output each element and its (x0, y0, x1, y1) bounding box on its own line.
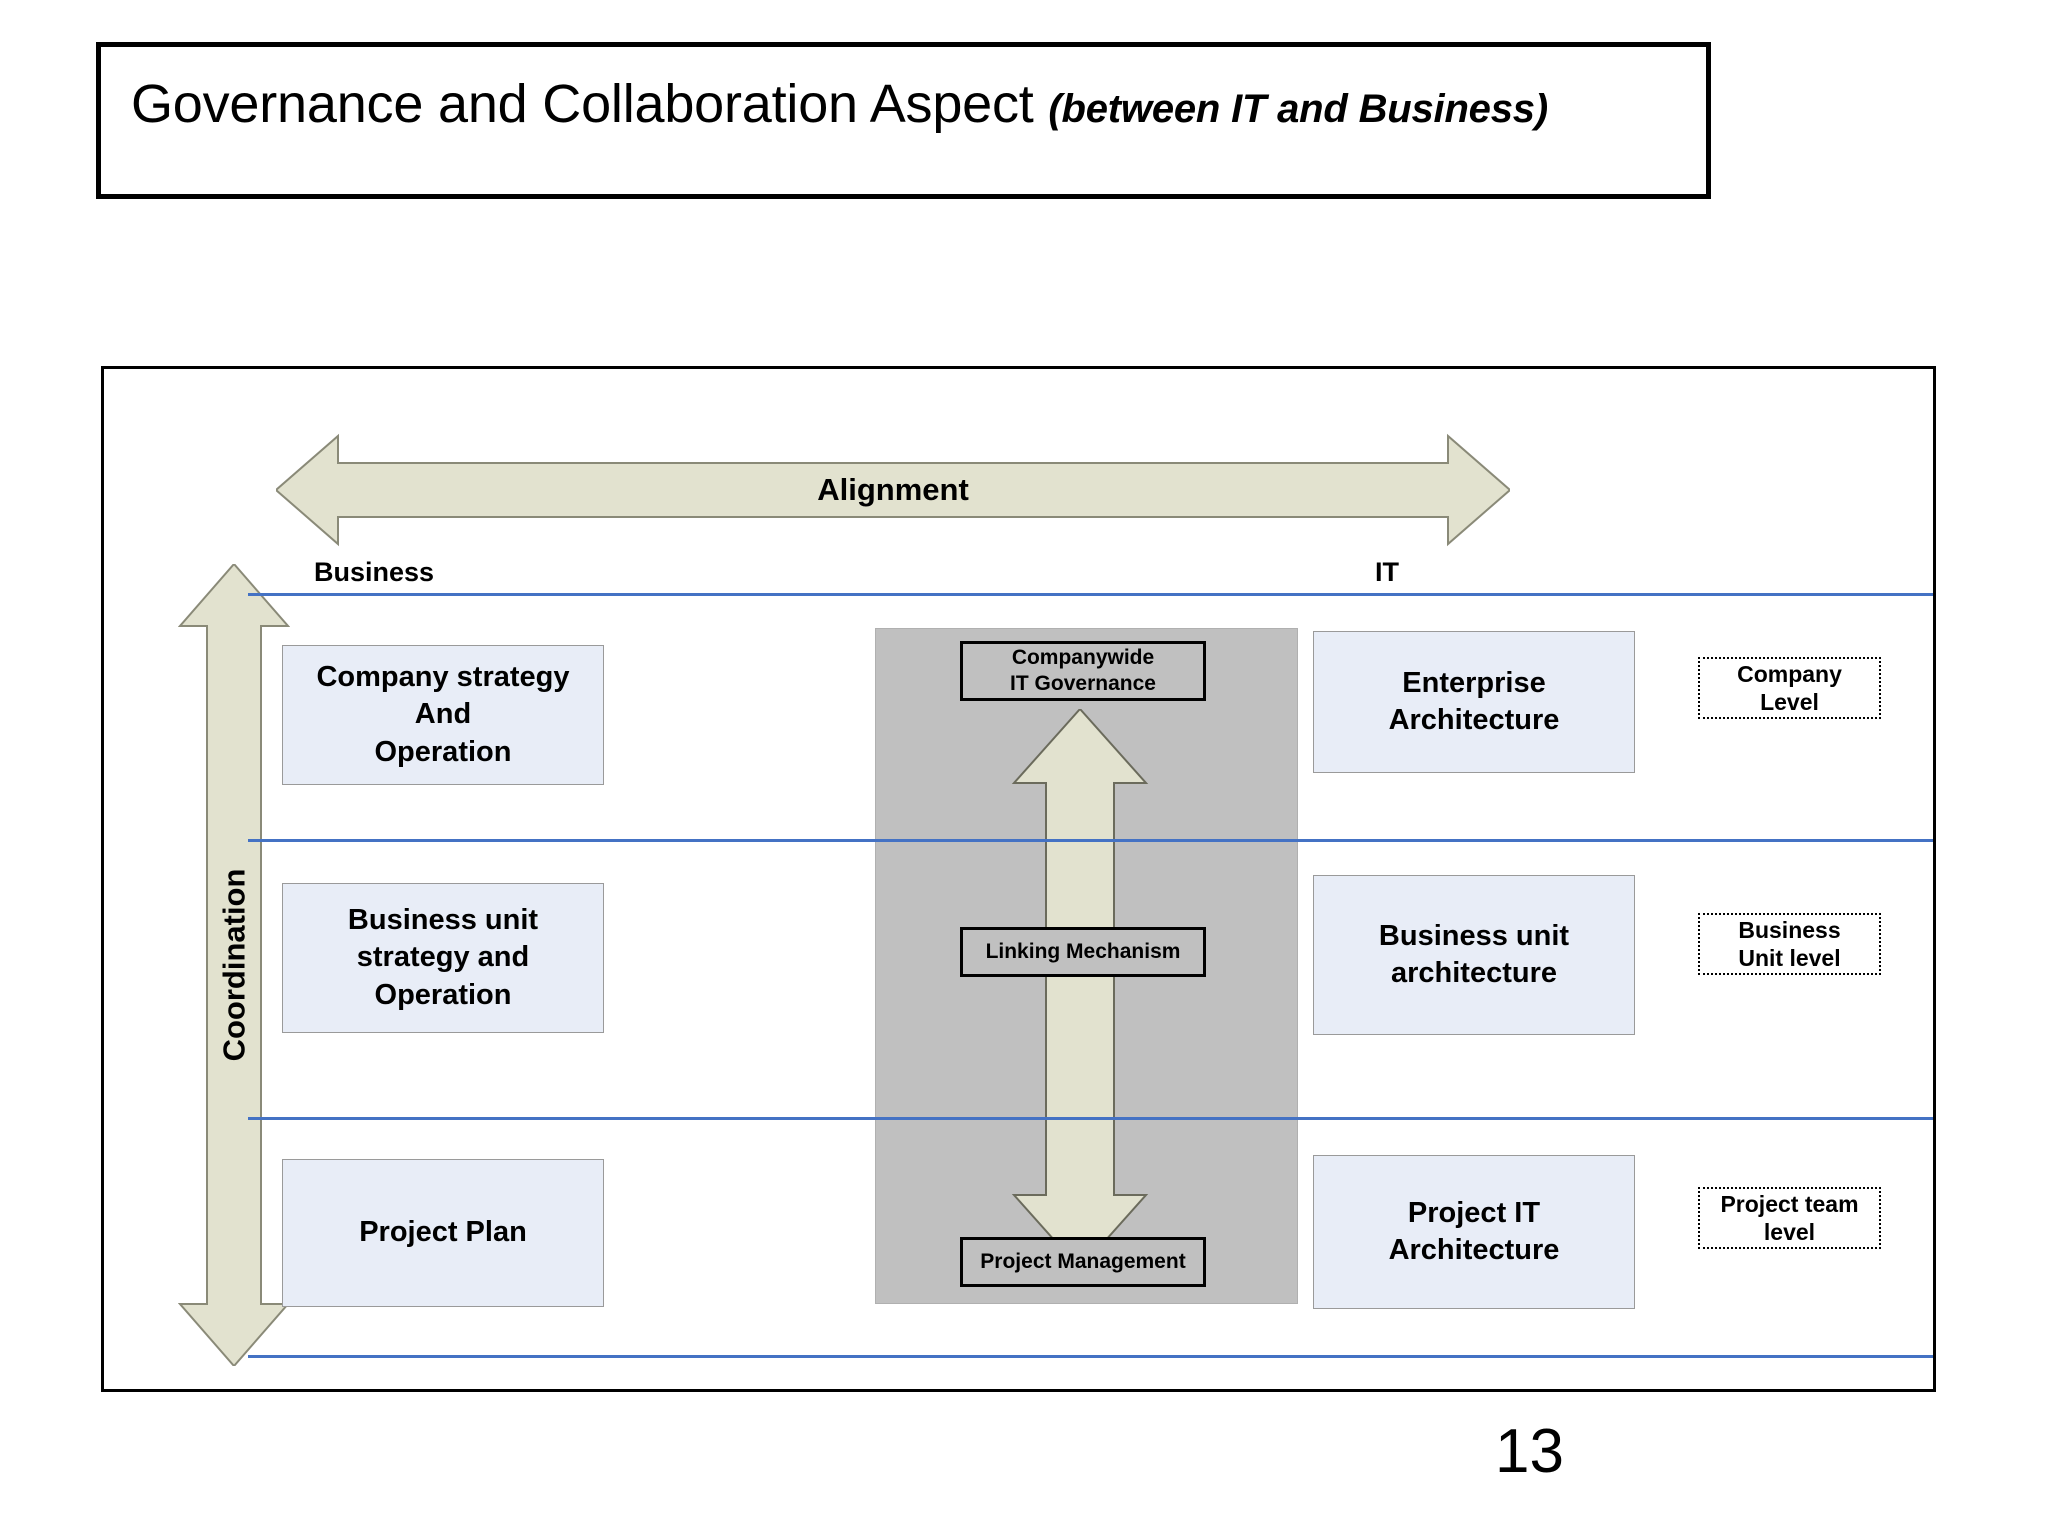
page-title: Governance and Collaboration Aspect (bet… (131, 73, 1548, 135)
rule-company-businessunit (248, 839, 1933, 842)
slide-title-box: Governance and Collaboration Aspect (bet… (96, 42, 1711, 199)
coordination-arrow: Coordination (177, 562, 291, 1368)
page-number: 13 (1495, 1417, 1564, 1486)
alignment-arrow: Alignment (274, 433, 1512, 547)
business-box-project-plan[interactable]: Project Plan (282, 1159, 604, 1307)
rule-bottom (248, 1355, 1933, 1358)
level-tag-company: Company Level (1698, 657, 1881, 719)
rule-top (248, 593, 1933, 596)
level-tag-business-unit: Business Unit level (1698, 913, 1881, 975)
linking-vertical-arrow (1010, 707, 1150, 1271)
middle-box-project-management[interactable]: Project Management (960, 1237, 1206, 1287)
page-title-main: Governance and Collaboration Aspect (131, 74, 1049, 134)
column-header-business: Business (314, 557, 435, 587)
rule-businessunit-project (248, 1117, 1933, 1120)
middle-box-companywide-it-governance[interactable]: Companywide IT Governance (960, 641, 1206, 701)
it-box-project-it-architecture[interactable]: Project IT Architecture (1313, 1155, 1635, 1309)
page-title-subtitle: (between IT and Business) (1048, 87, 1548, 131)
diagram-frame: Alignment Business IT Coordination Compa… (101, 366, 1936, 1392)
alignment-arrow-label: Alignment (817, 472, 969, 507)
middle-box-linking-mechanism[interactable]: Linking Mechanism (960, 927, 1206, 977)
linking-vertical-arrow-shape (1011, 707, 1149, 1271)
level-tag-project-team: Project team level (1698, 1187, 1881, 1249)
coordination-arrow-label: Coordination (216, 868, 252, 1062)
it-box-business-unit-architecture[interactable]: Business unit architecture (1313, 875, 1635, 1035)
it-box-enterprise-architecture[interactable]: Enterprise Architecture (1313, 631, 1635, 773)
column-header-it: IT (1375, 557, 1399, 587)
business-box-company-strategy[interactable]: Company strategy And Operation (282, 645, 604, 785)
business-box-business-unit-strategy[interactable]: Business unit strategy and Operation (282, 883, 604, 1033)
